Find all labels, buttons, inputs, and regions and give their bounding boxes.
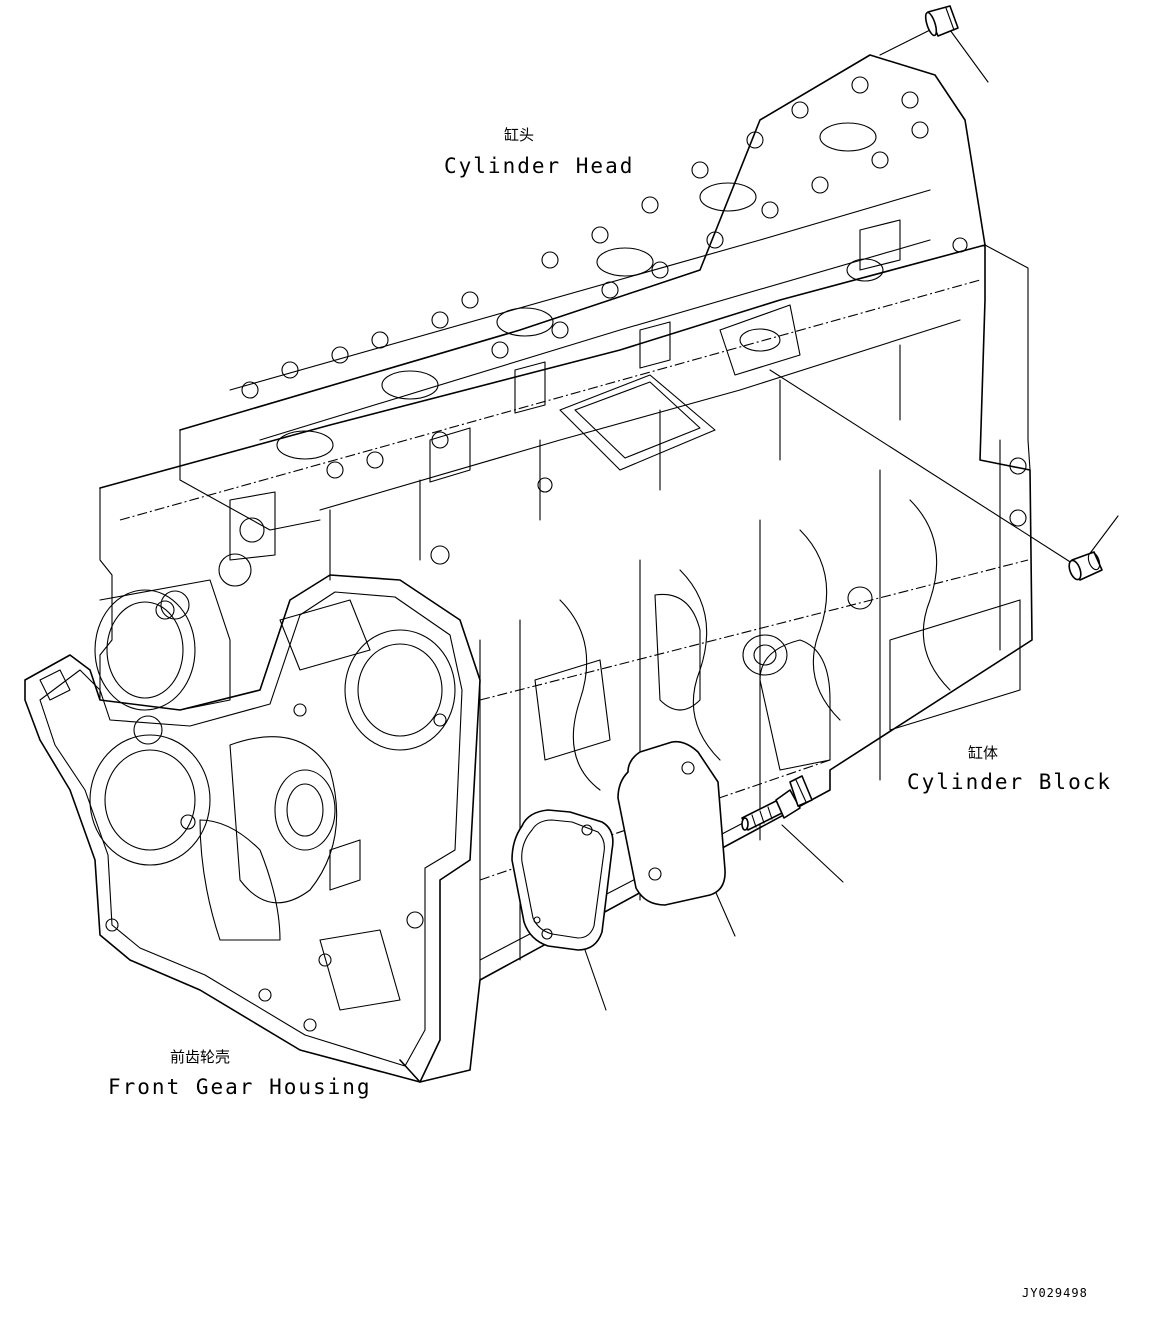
cylinder-block-label-en: Cylinder Block xyxy=(907,770,1113,794)
cover-plate xyxy=(617,740,726,906)
gasket xyxy=(511,809,614,951)
front-gear-housing-label-cn: 前齿轮壳 xyxy=(170,1048,231,1066)
cylinder-head xyxy=(179,54,986,581)
bolt xyxy=(741,775,813,831)
plug-top xyxy=(924,5,959,37)
cylinder-block xyxy=(99,244,1033,1083)
head-bolts xyxy=(241,76,968,565)
drawing-code: JY029498 xyxy=(1022,1286,1088,1300)
front-gear-housing-label-en: Front Gear Housing xyxy=(108,1075,372,1099)
front-gear-housing xyxy=(24,553,481,1083)
cylinder-head-label-en: Cylinder Head xyxy=(444,154,635,178)
cylinder-head-label-cn: 缸头 xyxy=(504,126,535,144)
plug-right xyxy=(1068,551,1103,581)
cylinder-block-label-cn: 缸体 xyxy=(968,744,999,762)
